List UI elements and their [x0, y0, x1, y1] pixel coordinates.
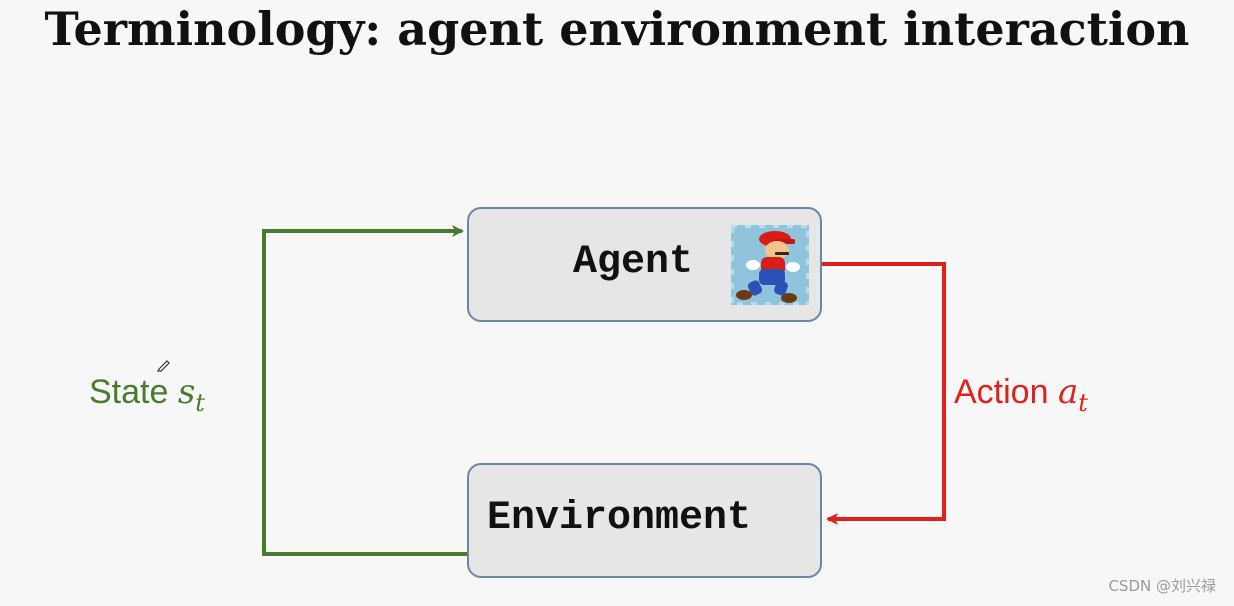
action-label-text: Action	[954, 373, 1049, 411]
state-edge-label: State st	[89, 372, 205, 417]
agent-node: Agent	[467, 207, 822, 322]
slide-title: Terminology: agent environment interacti…	[44, 2, 1190, 56]
environment-label: Environment	[487, 496, 752, 541]
pencil-cursor-icon	[157, 360, 170, 372]
action-symbol: at	[1057, 372, 1088, 417]
agent-label: Agent	[573, 240, 694, 285]
state-arrow	[262, 225, 467, 556]
mario-icon	[731, 225, 809, 305]
action-edge-label: Action at	[954, 372, 1088, 417]
state-symbol: st	[177, 372, 205, 417]
watermark: CSDN @刘兴禄	[1108, 577, 1216, 595]
state-label-text: State	[89, 373, 169, 411]
environment-node: Environment	[467, 463, 822, 578]
action-arrow	[822, 262, 946, 525]
